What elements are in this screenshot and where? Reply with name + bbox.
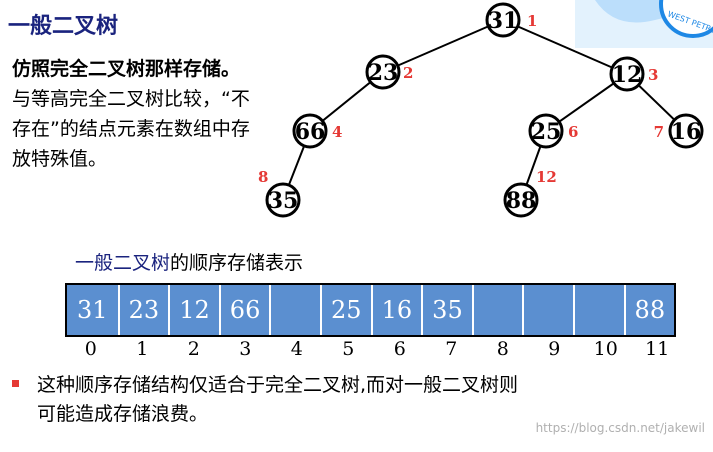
tree-edges [282, 19, 687, 201]
array-cell: 66 [218, 285, 270, 335]
tree-node-16: 16 7 [654, 113, 704, 149]
node-value: 12 [612, 62, 643, 88]
array-caption-rest: 的顺序存储表示 [170, 252, 304, 274]
tree-node-12: 12 3 [609, 56, 658, 92]
array-index: 2 [187, 338, 200, 360]
binary-tree: 31 1 23 2 12 3 66 4 25 6 16 7 35 8 88 12 [258, 2, 704, 218]
array-cell: 23 [117, 285, 169, 335]
node-value: 66 [295, 119, 326, 145]
node-index-label: 8 [258, 168, 268, 186]
node-index-label: 4 [332, 123, 342, 141]
node-index-label: 6 [568, 123, 578, 141]
tree-node-88: 88 12 [503, 168, 557, 218]
node-index-label: 1 [527, 12, 537, 30]
array-cell: 12 [168, 285, 219, 335]
storage-array: 31 23 12 66 25 16 35 88 [65, 283, 677, 337]
array-index: 11 [645, 338, 670, 360]
description-text: 与等高完全二叉树比较，“不存在”的结点元素在数组中存放特殊值。 [12, 88, 250, 170]
array-index: 8 [496, 338, 509, 360]
array-index: 9 [548, 338, 561, 360]
array-cell [471, 285, 523, 335]
array-index: 5 [342, 338, 355, 360]
node-index-label: 12 [536, 168, 557, 186]
node-index-label: 2 [403, 64, 413, 82]
tree-node-23: 23 2 [365, 54, 413, 90]
watermark: https://blog.csdn.net/jakewil [535, 421, 705, 435]
array-cell: 35 [421, 285, 472, 335]
array-index: 1 [136, 338, 149, 360]
tree-node-31: 31 1 [485, 2, 537, 38]
node-value: 88 [506, 188, 537, 214]
description: 仿照完全二叉树那样存储。与等高完全二叉树比较，“不存在”的结点元素在数组中存放特… [12, 54, 252, 174]
edge-31-23 [382, 19, 504, 73]
note-bullet: 这种顺序存储结构仅适合于完全二叉树,而对一般二叉树则 可能造成存储浪费。 [12, 371, 702, 429]
tree-node-66: 66 4 [292, 113, 342, 149]
array-index: 7 [445, 338, 458, 360]
array-index: 4 [290, 338, 303, 360]
tree-node-25: 25 6 [528, 113, 578, 149]
node-value: 25 [531, 119, 562, 145]
array-cell [522, 285, 573, 335]
array-indices: 0 1 2 3 4 5 6 7 8 9 10 11 [65, 338, 683, 360]
array-index: 0 [84, 338, 97, 360]
array-cell: 25 [319, 285, 371, 335]
description-bold: 仿照完全二叉树那样存储。 [12, 58, 241, 80]
array-caption: 一般二叉树的顺序存储表示 [75, 248, 303, 275]
node-value: 35 [268, 188, 299, 214]
array-index: 6 [393, 338, 406, 360]
array-cell [572, 285, 624, 335]
array-caption-highlight: 一般二叉树 [75, 252, 171, 274]
node-index-label: 7 [654, 123, 664, 141]
school-logo: WEST PETRO [575, 0, 713, 48]
bullet-icon [12, 380, 19, 387]
node-value: 23 [368, 60, 399, 86]
note-line-2: 可能造成存储浪费。 [37, 403, 209, 425]
note-line-1: 这种顺序存储结构仅适合于完全二叉树,而对一般二叉树则 [37, 374, 519, 396]
array-cell: 31 [77, 296, 108, 324]
edge-31-12 [502, 19, 628, 75]
node-value: 31 [488, 8, 519, 34]
array-index: 10 [593, 338, 618, 360]
node-value: 16 [671, 119, 702, 145]
page-title: 一般二叉树 [8, 14, 119, 39]
array-cell: 16 [370, 285, 422, 335]
tree-node-35: 35 8 [258, 168, 301, 218]
array-cell [269, 285, 320, 335]
array-cell: 88 [623, 285, 675, 335]
array-index: 3 [239, 338, 252, 360]
node-index-label: 3 [648, 66, 658, 84]
